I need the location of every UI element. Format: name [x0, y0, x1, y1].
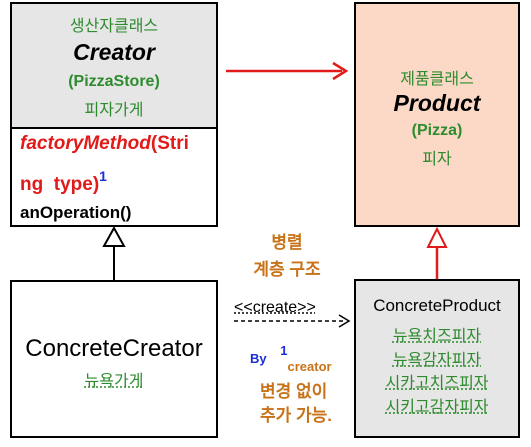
- creator-class-name: Creator: [73, 39, 155, 65]
- creator-korean-label: 생산자클래스: [69, 18, 159, 35]
- note-line1: 변경 없이: [260, 382, 328, 401]
- an-operation-label: anOperation(): [20, 203, 132, 222]
- concrete-product-class-box: ConcreteProduct 뉴욕치즈피자 뉴욕감자피자 시카고치즈피자 시키…: [354, 279, 520, 438]
- concrete-creator-korean: 뉴욕가게: [84, 373, 144, 390]
- concrete-product-class-name: ConcreteProduct: [373, 296, 501, 315]
- concrete-creator-class-box: ConcreteCreator 뉴욕가게: [10, 280, 218, 438]
- create-dependency-arrowhead: [338, 314, 351, 328]
- creator-to-product-arrowhead: [332, 61, 349, 81]
- factory-method-params-start: (Stri: [150, 133, 189, 154]
- note-heading: By 1creator: [250, 343, 360, 374]
- note-by: By: [250, 351, 267, 366]
- concrete-product-inheritance-triangle: [426, 226, 448, 248]
- note-number: 1: [280, 343, 288, 358]
- creator-header: 생산자클래스 Creator (PizzaStore) 피자가게: [12, 4, 216, 129]
- concrete-creator-inheritance-triangle: [102, 225, 126, 247]
- parallel-label-line2: 계층 구조: [253, 260, 321, 279]
- product-example-korean: 피자: [422, 151, 452, 168]
- concrete-product-item: 뉴욕치즈피자: [392, 328, 482, 345]
- creator-example-name: (PizzaStore): [68, 73, 160, 90]
- create-stereotype-label: <<create>>: [234, 299, 316, 316]
- factory-method-line2: ng type)1: [20, 168, 107, 196]
- product-class-name: Product: [393, 90, 481, 116]
- note-creator: creator: [287, 359, 332, 374]
- concrete-product-list: 뉴욕치즈피자 뉴욕감자피자 시카고치즈피자 시키고감자피자: [356, 325, 518, 419]
- concrete-product-item: 뉴욕감자피자: [392, 351, 482, 369]
- concrete-creator-class-name: ConcreteCreator: [25, 335, 203, 362]
- factory-method-name: factoryMethod: [20, 133, 151, 154]
- creator-change-note: By 1creator 변경 없이 추가 가능.: [250, 343, 360, 425]
- factory-method-footnote: 1: [99, 168, 107, 184]
- creator-class-box: 생산자클래스 Creator (PizzaStore) 피자가게 factory…: [10, 2, 218, 227]
- factory-method-line1: factoryMethod(Stri: [20, 133, 189, 155]
- note-line2: 추가 가능.: [260, 406, 333, 425]
- product-class-box: 제품클래스 Product (Pizza) 피자: [354, 2, 520, 227]
- concrete-product-item: 시카고치즈피자: [385, 375, 489, 392]
- product-example-name: (Pizza): [411, 122, 463, 139]
- concrete-product-item: 시키고감자피자: [385, 398, 489, 416]
- parallel-label-line1: 병렬: [271, 233, 303, 252]
- product-korean-label: 제품클래스: [400, 71, 474, 88]
- creator-example-korean: 피자가게: [84, 102, 144, 119]
- factory-method-params-end: ng type): [20, 174, 100, 195]
- parallel-hierarchy-label: 병렬 계층 구조: [232, 229, 342, 283]
